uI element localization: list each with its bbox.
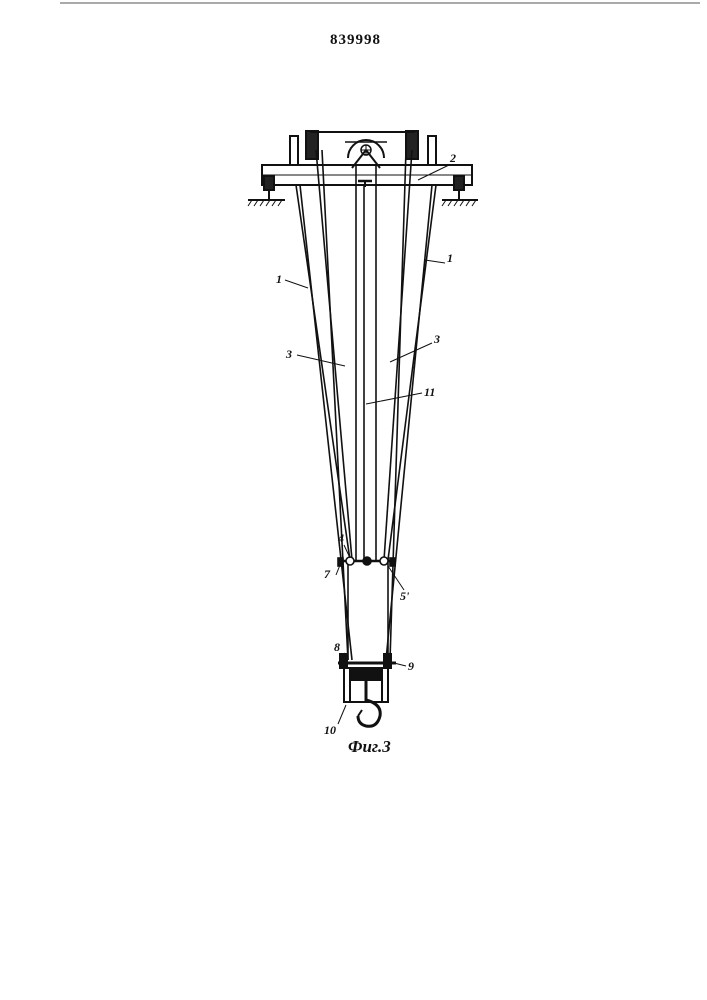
- label-rope-3-right: 3: [433, 332, 440, 346]
- label-rope-3-left: 3: [285, 347, 292, 361]
- label-pulley-right: 9: [408, 659, 414, 673]
- hook-block: [338, 654, 396, 726]
- pulley-8: [340, 654, 347, 668]
- label-rope-1-right: 1: [447, 251, 453, 265]
- clamp-node: [338, 557, 395, 566]
- label-clamp: 7: [324, 567, 331, 581]
- ropes: [296, 150, 436, 660]
- rope-3-right: [384, 150, 412, 560]
- label-rope-1-left: 1: [276, 272, 282, 286]
- label-crossbeam: 2: [449, 151, 456, 165]
- rope-1-left: [296, 185, 350, 560]
- hook: [358, 680, 380, 726]
- label-hook-block: 10: [324, 723, 336, 737]
- label-pulley-left: 8: [334, 640, 340, 654]
- pulley-9: [384, 654, 391, 668]
- top-assembly: [248, 131, 478, 200]
- leader-lines: [285, 165, 449, 724]
- figure-caption: Фиг.3: [348, 737, 391, 756]
- label-bottom-node-b: 5': [400, 589, 410, 603]
- label-center-rope: 11: [424, 385, 435, 399]
- label-bottom-node: 4: [337, 531, 344, 545]
